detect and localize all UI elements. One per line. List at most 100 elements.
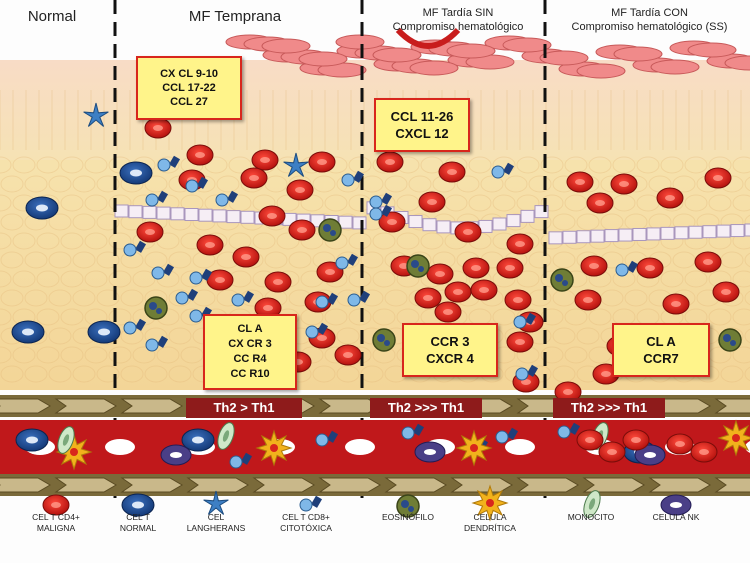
legend-label: NORMAL xyxy=(119,523,157,533)
cytotoxic-cd8-t-cell xyxy=(369,207,383,221)
cytotoxic-cd8-t-cell xyxy=(215,193,229,207)
cytotoxic-cd8-t-cell xyxy=(305,325,319,339)
receptor-box-early: CL A CX CR 3 CC R4 CC R10 xyxy=(203,314,297,390)
chemokine-label: CXCL 12 xyxy=(395,126,449,141)
red-blood-cell xyxy=(505,439,535,455)
legend-label: LANGHERANS xyxy=(186,523,246,533)
column-title-late-with: MF Tardía CON Compromiso hematológico (S… xyxy=(552,6,747,34)
legend-label: CEL T xyxy=(126,512,150,522)
vessel-wall-cell xyxy=(582,477,645,493)
langerhans-cell xyxy=(203,490,229,515)
cytotoxic-cd8-t-cell xyxy=(315,433,329,447)
cytotoxic-cd8-t-cell xyxy=(145,338,159,352)
legend-label: MALIGNA xyxy=(36,523,76,533)
langerhans-cell xyxy=(83,102,109,127)
cytotoxic-cd8-t-cell xyxy=(229,455,243,469)
legend-label: CEL T CD8+ xyxy=(282,512,330,522)
receptor-box-late-with: CL A CCR7 xyxy=(612,323,710,377)
legend-item-malignant-cd4: CEL T CD4+ MALIGNA xyxy=(8,512,104,534)
legend-label: CITOTÓXICA xyxy=(280,523,332,533)
th-ratio-band-late-without: Th2 >>> Th1 xyxy=(370,398,482,418)
receptor-label: CXCR 4 xyxy=(426,351,474,366)
vessel-wall-cell xyxy=(186,477,249,493)
cytotoxic-cd8-t-cell xyxy=(145,193,159,207)
cytotoxic-cd8-t-cell xyxy=(557,425,571,439)
legend-label: MONOCITO xyxy=(567,512,615,522)
vessel-wall-cell xyxy=(714,398,750,414)
cytotoxic-cd8-t-cell xyxy=(123,243,137,257)
chemokine-box-early: CX CL 9-10 CCL 17-22 CCL 27 xyxy=(136,56,242,120)
cytotoxic-cd8-t-cell xyxy=(123,321,137,335)
column-title-late-with-line1: MF Tardía CON xyxy=(611,7,688,19)
vessel-wall-cell xyxy=(0,398,51,414)
cytotoxic-cd8-t-cell xyxy=(231,293,245,307)
vessel-wall-cell xyxy=(120,477,183,493)
vessel-wall-cell xyxy=(516,477,579,493)
cytotoxic-cd8-t-cell xyxy=(495,430,509,444)
cytotoxic-cd8-t-cell xyxy=(151,266,165,280)
cytotoxic-cd8-t-cell xyxy=(513,315,527,329)
chemokine-label: CCL 17-22 xyxy=(162,82,216,94)
cytotoxic-cd8-t-cell xyxy=(185,179,199,193)
legend-label: CEL T CD4+ xyxy=(32,512,80,522)
legend-item-nk: CELULA NK xyxy=(636,512,716,523)
chemokine-box-late: CCL 11-26 CXCL 12 xyxy=(374,98,470,152)
receptor-label: CL A xyxy=(237,323,263,335)
vessel-wall-cell xyxy=(120,398,183,414)
legend-item-cd8: CEL T CD8+ CITOTÓXICA xyxy=(258,512,354,534)
surface-plaque xyxy=(225,27,750,79)
vessel-wall-cell xyxy=(54,398,117,414)
th-ratio-band-early: Th2 > Th1 xyxy=(186,398,302,418)
cytotoxic-cd8-t-cell xyxy=(157,158,171,172)
cytotoxic-cd8-t-cell xyxy=(615,263,629,277)
cytotoxic-cd8-t-cell xyxy=(491,165,505,179)
column-title-normal: Normal xyxy=(27,8,77,25)
legend-label: CELULA xyxy=(473,512,507,522)
th-ratio-band-late-with: Th2 >>> Th1 xyxy=(553,398,665,418)
cytotoxic-cd8-t-cell xyxy=(369,195,383,209)
column-title-early: MF Temprana xyxy=(188,8,282,25)
legend-item-eosinophil: EOSINÓFILO xyxy=(368,512,448,523)
cytotoxic-cd8-t-cell xyxy=(189,309,203,323)
cytotoxic-cd8-t-cell xyxy=(515,367,529,381)
receptor-label: CCR7 xyxy=(643,351,679,366)
receptor-label: CX CR 3 xyxy=(228,338,272,350)
receptor-label: CL A xyxy=(646,334,676,349)
receptor-label: CC R4 xyxy=(233,353,267,365)
legend-label: CELULA NK xyxy=(652,512,700,522)
cytotoxic-cd8-t-cell xyxy=(299,498,313,512)
cytotoxic-cd8-t-cell xyxy=(341,173,355,187)
receptor-box-late-without: CCR 3 CXCR 4 xyxy=(402,323,498,377)
column-title-late-with-line2: Compromiso hematológico (SS) xyxy=(571,21,728,33)
red-blood-cell xyxy=(345,439,375,455)
vessel-wall-cell xyxy=(384,477,447,493)
cytotoxic-cd8-t-cell xyxy=(189,271,203,285)
column-title-late-without-line1: MF Tardía SIN xyxy=(422,7,494,19)
cytotoxic-cd8-t-cell xyxy=(401,426,415,440)
chemokine-label: CCL 27 xyxy=(170,96,208,108)
vessel-wall-cell xyxy=(0,477,51,493)
vessel-wall-cell xyxy=(252,477,315,493)
legend-label: CEL xyxy=(207,512,225,522)
cytotoxic-cd8-t-cell xyxy=(347,293,361,307)
legend-label: DENDRÍTICA xyxy=(464,523,516,533)
legend-item-monocyte: MONOCITO xyxy=(556,512,626,523)
vessel-wall-cell xyxy=(648,477,711,493)
red-blood-cell xyxy=(105,439,135,455)
chemokine-label: CCL 11-26 xyxy=(390,109,454,124)
cytotoxic-cd8-t-cell xyxy=(175,291,189,305)
legend-label: EOSINÓFILO xyxy=(382,512,434,522)
vessel-wall-cell xyxy=(318,398,381,414)
receptor-label: CC R10 xyxy=(230,368,270,380)
red-blood-cell xyxy=(745,441,750,453)
cytotoxic-cd8-t-cell xyxy=(315,295,329,309)
legend-item-normal-t: CEL T NORMAL xyxy=(108,512,168,534)
langerhans-cell xyxy=(283,152,309,177)
plaque-ulcer xyxy=(395,27,461,49)
chemokine-label: CX CL 9-10 xyxy=(160,68,218,80)
column-title-late-without-line2: Compromiso hematológico xyxy=(392,21,524,33)
cytotoxic-cd8-t-cell xyxy=(335,256,349,270)
vessel-wall-cell xyxy=(318,477,381,493)
